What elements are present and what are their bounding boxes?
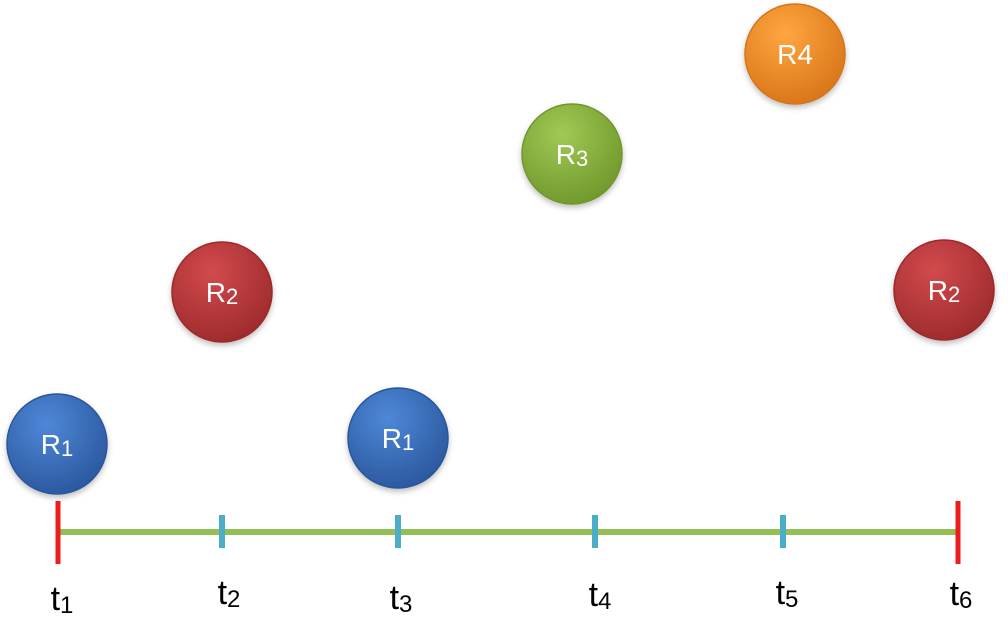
resource-node-circle: [171, 241, 273, 343]
resource-node-red: R2: [171, 241, 273, 343]
resource-node-label: R4: [777, 39, 813, 70]
tick-label: t2: [218, 574, 241, 613]
tick-label: t1: [51, 580, 74, 619]
resource-node-label: R1: [41, 429, 73, 461]
resource-node-label-base: R: [382, 423, 402, 454]
resource-node-label-base: R: [206, 277, 226, 308]
resource-node-orange: R4: [744, 3, 846, 105]
tick-label: t4: [589, 576, 612, 615]
resource-node-label: R3: [556, 139, 588, 171]
resource-node-red: R2: [893, 239, 995, 341]
resource-node-label: R2: [928, 275, 960, 307]
tick-label-subscript: 5: [785, 586, 798, 613]
tick-label-base: t: [950, 575, 960, 613]
resource-node-circle: [6, 393, 108, 495]
resource-node-label-base: R4: [777, 39, 813, 70]
resource-node-green: R3: [521, 103, 623, 205]
resource-node-label-subscript: 2: [948, 282, 960, 307]
resource-node-label-subscript: 1: [61, 436, 73, 461]
resource-node-circle: [744, 3, 846, 105]
tick-label: t3: [390, 579, 413, 618]
resource-node-circle: [893, 239, 995, 341]
resource-node-label-subscript: 1: [402, 430, 414, 455]
resource-node-label-base: R: [556, 139, 576, 170]
resource-node-label: R1: [382, 423, 414, 455]
resource-node-circle: [347, 387, 449, 489]
resource-node-label-base: R: [928, 275, 948, 306]
tick-label: t6: [950, 575, 973, 614]
tick-label-base: t: [390, 579, 400, 617]
resource-node-label-subscript: 2: [226, 284, 238, 309]
tick-label-base: t: [51, 580, 61, 618]
timeline-ticks: [55, 501, 961, 564]
resource-node-label-subscript: 3: [576, 146, 588, 171]
resource-node-label-base: R: [41, 429, 61, 460]
resource-node-blue: R1: [6, 393, 108, 495]
tick-label-base: t: [218, 574, 228, 612]
resource-node-circle: [521, 103, 623, 205]
tick-label-base: t: [589, 576, 599, 614]
resource-node-blue: R1: [347, 387, 449, 489]
tick-label-subscript: 3: [399, 591, 412, 618]
tick-label-subscript: 4: [598, 588, 611, 615]
tick-label-base: t: [776, 574, 786, 612]
resource-node-label: R2: [206, 277, 238, 309]
tick-label-subscript: 2: [227, 586, 240, 613]
tick-label-subscript: 1: [60, 592, 73, 619]
tick-label: t5: [776, 574, 799, 613]
tick-label-subscript: 6: [959, 587, 972, 614]
